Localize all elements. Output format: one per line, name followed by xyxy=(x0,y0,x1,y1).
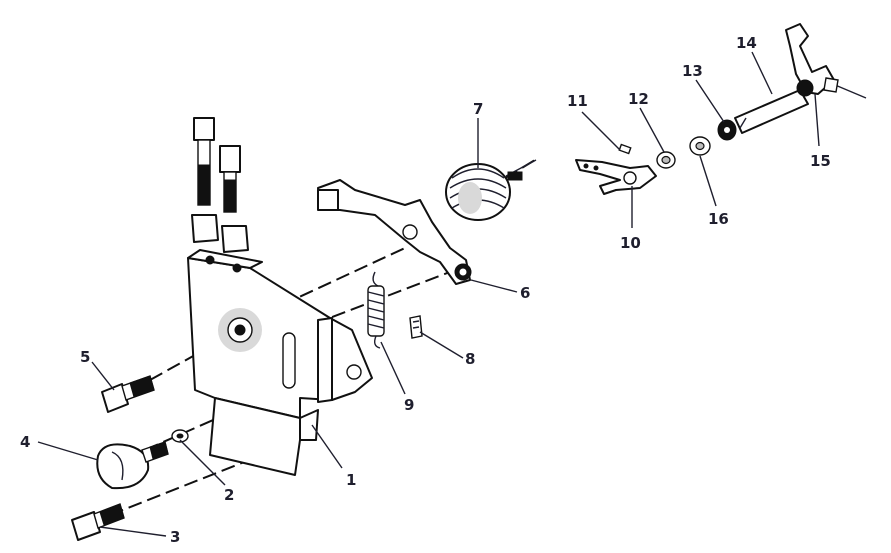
callout-6: 6 xyxy=(520,284,530,302)
part-6-lever-arm xyxy=(317,179,472,285)
callout-4: 4 xyxy=(20,433,30,451)
part-11-pin xyxy=(618,143,632,155)
part-13-nut xyxy=(717,119,737,141)
callout-leaders xyxy=(37,51,820,537)
callout-10: 10 xyxy=(620,234,641,252)
callout-1: 1 xyxy=(346,471,356,489)
callout-8: 8 xyxy=(465,350,475,368)
part-15-yoke xyxy=(785,23,867,99)
callout-labels: 1 2 3 4 5 6 7 8 9 10 11 12 13 14 15 16 xyxy=(20,34,831,546)
part-16-washer xyxy=(689,136,711,156)
part-8-clip xyxy=(409,315,423,339)
part-2-washer xyxy=(171,429,189,443)
part-3-bolt xyxy=(71,503,125,541)
part-7-torsion-spring xyxy=(445,159,537,221)
part-10-linkage-plate xyxy=(575,159,657,195)
callout-12: 12 xyxy=(628,90,649,108)
callout-3: 3 xyxy=(170,528,180,546)
part-5-bolt xyxy=(101,375,155,413)
part-14-shaft xyxy=(734,89,809,134)
callout-5: 5 xyxy=(80,348,90,366)
callout-11: 11 xyxy=(567,92,588,110)
part-4-knob xyxy=(96,441,169,490)
part-12-washer xyxy=(656,151,676,169)
callout-7: 7 xyxy=(473,100,483,118)
callout-16: 16 xyxy=(708,210,729,228)
part-1-bracket xyxy=(187,249,373,476)
callout-15: 15 xyxy=(810,152,831,170)
callout-14: 14 xyxy=(736,34,757,52)
part-9-extension-spring xyxy=(367,271,385,349)
callout-9: 9 xyxy=(404,396,414,414)
callout-13: 13 xyxy=(682,62,703,80)
callout-2: 2 xyxy=(224,486,234,504)
top-bolts xyxy=(191,117,249,253)
